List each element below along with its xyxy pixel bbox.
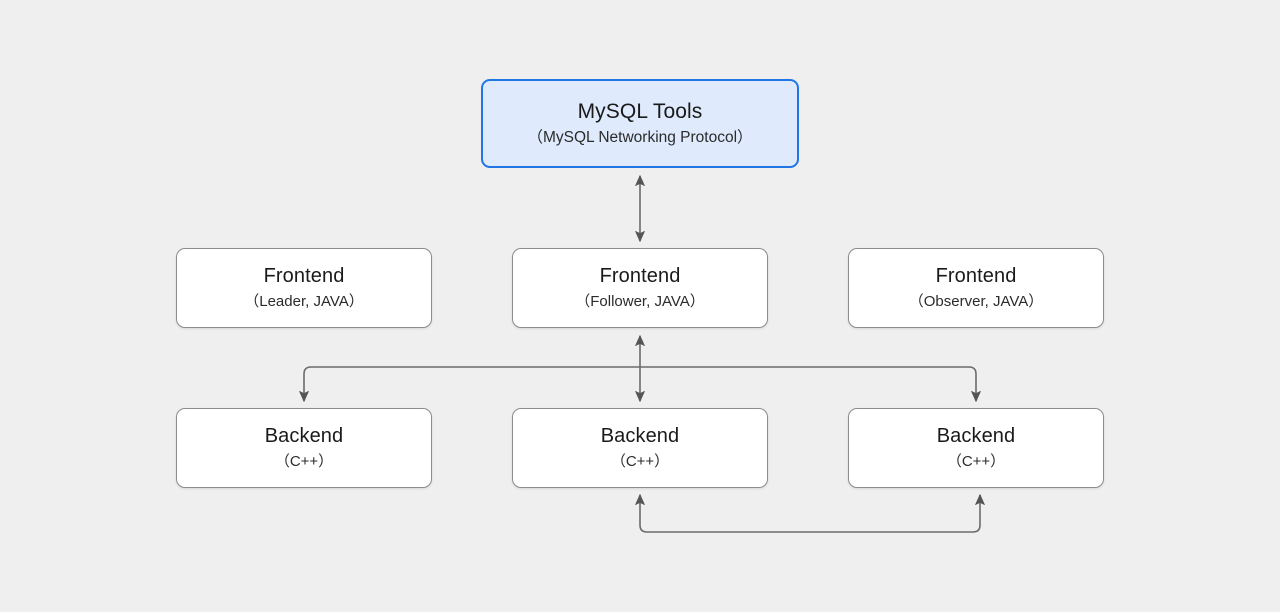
node-backend-left-title: Backend (264, 425, 344, 447)
node-backend-middle[interactable]: Backend （C++） (512, 408, 768, 488)
node-frontend-follower-title: Frontend (599, 265, 681, 287)
node-frontend-follower-subtitle: （Follower, JAVA） (575, 293, 705, 310)
node-frontend-follower[interactable]: Frontend （Follower, JAVA） (512, 248, 768, 328)
node-backend-right-title: Backend (936, 425, 1016, 447)
node-frontend-leader-subtitle: （Leader, JAVA） (244, 293, 364, 310)
edge-frontend-follower-to-backend-left (298, 366, 640, 403)
node-mysql-tools[interactable]: MySQL Tools （MySQL Networking Protocol） (481, 79, 799, 168)
node-frontend-leader[interactable]: Frontend （Leader, JAVA） (176, 248, 432, 328)
node-backend-right-subtitle: （C++） (946, 453, 1006, 470)
edge-backend-right-to-backend-middle (634, 493, 986, 533)
node-frontend-observer-title: Frontend (935, 265, 1017, 287)
node-frontend-observer[interactable]: Frontend （Observer, JAVA） (848, 248, 1104, 328)
node-mysql-tools-title: MySQL Tools (577, 99, 703, 123)
node-backend-left-subtitle: （C++） (274, 453, 334, 470)
node-backend-middle-subtitle: （C++） (610, 453, 670, 470)
node-backend-left[interactable]: Backend （C++） (176, 408, 432, 488)
node-frontend-observer-subtitle: （Observer, JAVA） (908, 293, 1044, 310)
node-backend-middle-title: Backend (600, 425, 680, 447)
edge-frontend-follower-to-backend-right (640, 366, 982, 403)
node-frontend-leader-title: Frontend (263, 265, 345, 287)
node-mysql-tools-subtitle: （MySQL Networking Protocol） (527, 128, 753, 146)
node-backend-right[interactable]: Backend （C++） (848, 408, 1104, 488)
